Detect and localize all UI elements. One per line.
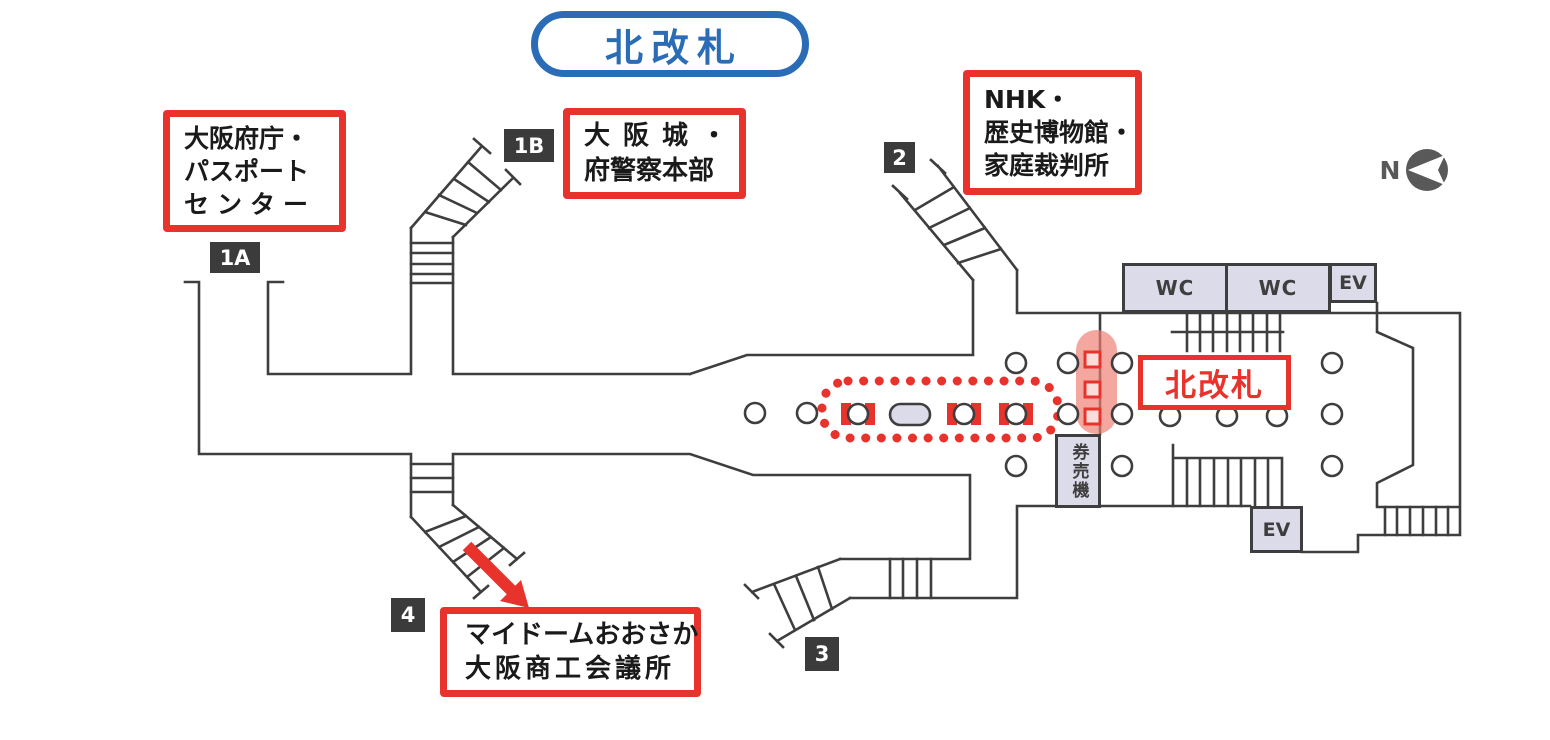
landmark-line: パスポート: [184, 156, 310, 186]
stairs-exit-1b: [409, 137, 522, 285]
pillar-circles: [743, 351, 1344, 478]
exit-badge-4: 4: [391, 598, 425, 632]
exit-badge-2: 2: [884, 142, 915, 173]
stairs-north-platform: [1170, 311, 1285, 353]
landmark-line: 家庭裁判所: [984, 151, 1110, 180]
page-title: 北改札: [531, 11, 809, 77]
north-compass-icon: [1406, 149, 1448, 191]
landmark-box-prefectural-office: 大阪府庁・ パスポート センター: [163, 110, 346, 232]
exit-badge-1b: 1B: [504, 129, 554, 162]
landmark-line: センター: [184, 189, 317, 219]
red-arrow-icon: [462, 541, 529, 608]
kiosk-booth: [888, 402, 932, 427]
dotted-zone-outline: [817, 376, 1063, 443]
ticket-gate-icons: [1083, 350, 1102, 426]
landmark-line: 府警察本部: [584, 155, 715, 186]
landmark-line: 大阪城・: [584, 121, 741, 152]
landmark-line: 大阪商工会議所: [465, 654, 676, 684]
stairs-exit-2: [891, 158, 1019, 282]
stairs-exit-3: [743, 557, 933, 649]
room-wc-left: WC: [1122, 263, 1228, 313]
stairs-south-platform: [1171, 443, 1284, 508]
north-gate-label: 北改札: [1138, 355, 1291, 410]
landmark-box-osaka-castle: 大阪城・ 府警察本部: [563, 108, 746, 199]
stairs-east-end: [1383, 505, 1450, 537]
north-label: N: [1379, 155, 1401, 185]
landmark-line: NHK・: [984, 85, 1071, 114]
room-elevator-lower: EV: [1250, 506, 1303, 553]
exit-badge-1a: 1A: [210, 242, 260, 273]
room-ticket-machines: 券売機: [1055, 434, 1101, 508]
room-elevator-upper: EV: [1329, 263, 1377, 303]
landmark-line: 大阪府庁・: [184, 123, 310, 153]
pillar-board-markers: [841, 403, 1033, 425]
landmark-line: マイドームおおさか: [465, 619, 699, 650]
room-wc-right: WC: [1225, 263, 1331, 313]
landmark-box-mydome-chamber: マイドームおおさか 大阪商工会議所: [440, 607, 701, 697]
landmark-box-nhk-museum-court: NHK・ 歴史博物館・ 家庭裁判所: [963, 70, 1142, 195]
landmark-line: 歴史博物館・: [984, 118, 1135, 147]
exit-badge-3: 3: [805, 637, 839, 671]
